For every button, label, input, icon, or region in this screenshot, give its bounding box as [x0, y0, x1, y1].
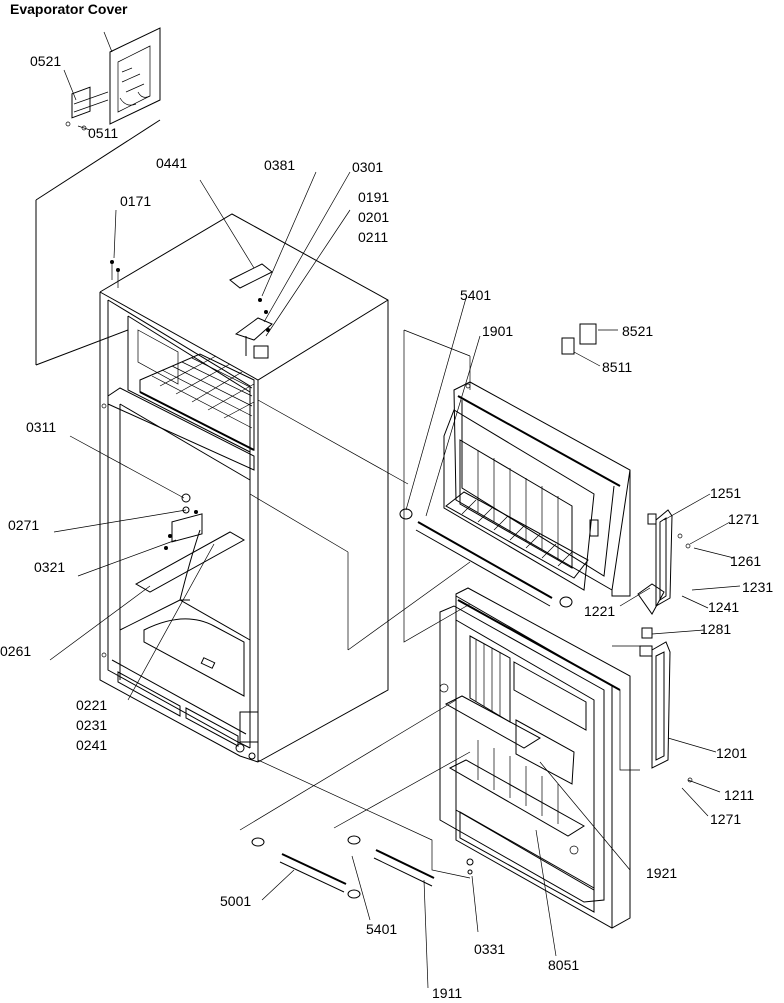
callout-0311: 0311: [26, 419, 56, 435]
door-bracket-left: [403, 330, 471, 643]
callout-5401-top: 5401: [460, 287, 491, 303]
evaporator-cover-title: Evaporator Cover: [10, 1, 128, 17]
callout-0191: 0191: [358, 189, 389, 205]
callout-1241: 1241: [708, 599, 739, 615]
callout-5401-bottom: 5401: [366, 921, 397, 937]
callout-1901: 1901: [482, 323, 513, 339]
callout-0301: 0301: [352, 159, 383, 175]
freezer-handle: [637, 509, 691, 615]
freezer-door: [443, 381, 631, 597]
door-guide-4: [347, 561, 471, 651]
callout-0211: 0211: [358, 229, 388, 245]
callout-1261: 1261: [730, 553, 761, 569]
callout-8521: 8521: [622, 323, 653, 339]
callout-1231: 1231: [742, 579, 773, 595]
inset-leader-bottom: [35, 329, 129, 366]
callout-1921: 1921: [646, 865, 677, 881]
freezer-shelf-bar: [417, 521, 553, 599]
callout-1251: 1251: [710, 485, 741, 501]
callout-0521: 0521: [30, 53, 61, 69]
callout-0441: 0441: [156, 155, 187, 171]
callout-0241: 0241: [76, 737, 107, 753]
door-guide-2: [249, 493, 349, 553]
door-guide-1: [257, 399, 409, 485]
callout-1221: 1221: [584, 603, 615, 619]
callout-1911: 1911: [432, 985, 462, 1001]
callout-1211: 1211: [724, 787, 754, 803]
callout-0261: 0261: [0, 643, 31, 659]
inset-leader-top: [35, 119, 161, 201]
control-bracket: [134, 493, 246, 601]
part-8521-box: [579, 323, 597, 345]
shelf-end-cap-right: [559, 596, 573, 608]
callout-8051: 8051: [548, 957, 579, 973]
door-bracket-top: [403, 329, 471, 357]
cabinet: [99, 213, 389, 763]
callout-0331: 0331: [474, 941, 505, 957]
callout-0171: 0171: [120, 193, 151, 209]
callout-0271: 0271: [8, 517, 39, 533]
callout-1271-top: 1271: [728, 511, 759, 527]
callout-0231: 0231: [76, 717, 107, 733]
callout-1281: 1281: [700, 621, 731, 637]
callout-8511: 8511: [602, 359, 632, 375]
part-8511-box: [561, 337, 575, 355]
callout-1271-bottom: 1271: [710, 811, 741, 827]
callout-0321: 0321: [34, 559, 65, 575]
callout-5001: 5001: [220, 893, 251, 909]
top-hinge: [110, 260, 273, 359]
shelf-end-cap-left: [399, 508, 413, 520]
fresh-food-handle: [612, 627, 693, 783]
lower-door-parts: [239, 699, 474, 899]
freezer-shelf-bar-edge: [415, 529, 551, 607]
fresh-food-door: [439, 587, 631, 929]
leader-lines: [49, 171, 741, 989]
evaporator-cover-inset: [63, 27, 161, 131]
callout-0221: 0221: [76, 697, 107, 713]
callout-0201: 0201: [358, 209, 389, 225]
callout-0511: 0511: [88, 125, 118, 141]
callout-0381: 0381: [264, 157, 295, 173]
callout-1201: 1201: [716, 745, 747, 761]
